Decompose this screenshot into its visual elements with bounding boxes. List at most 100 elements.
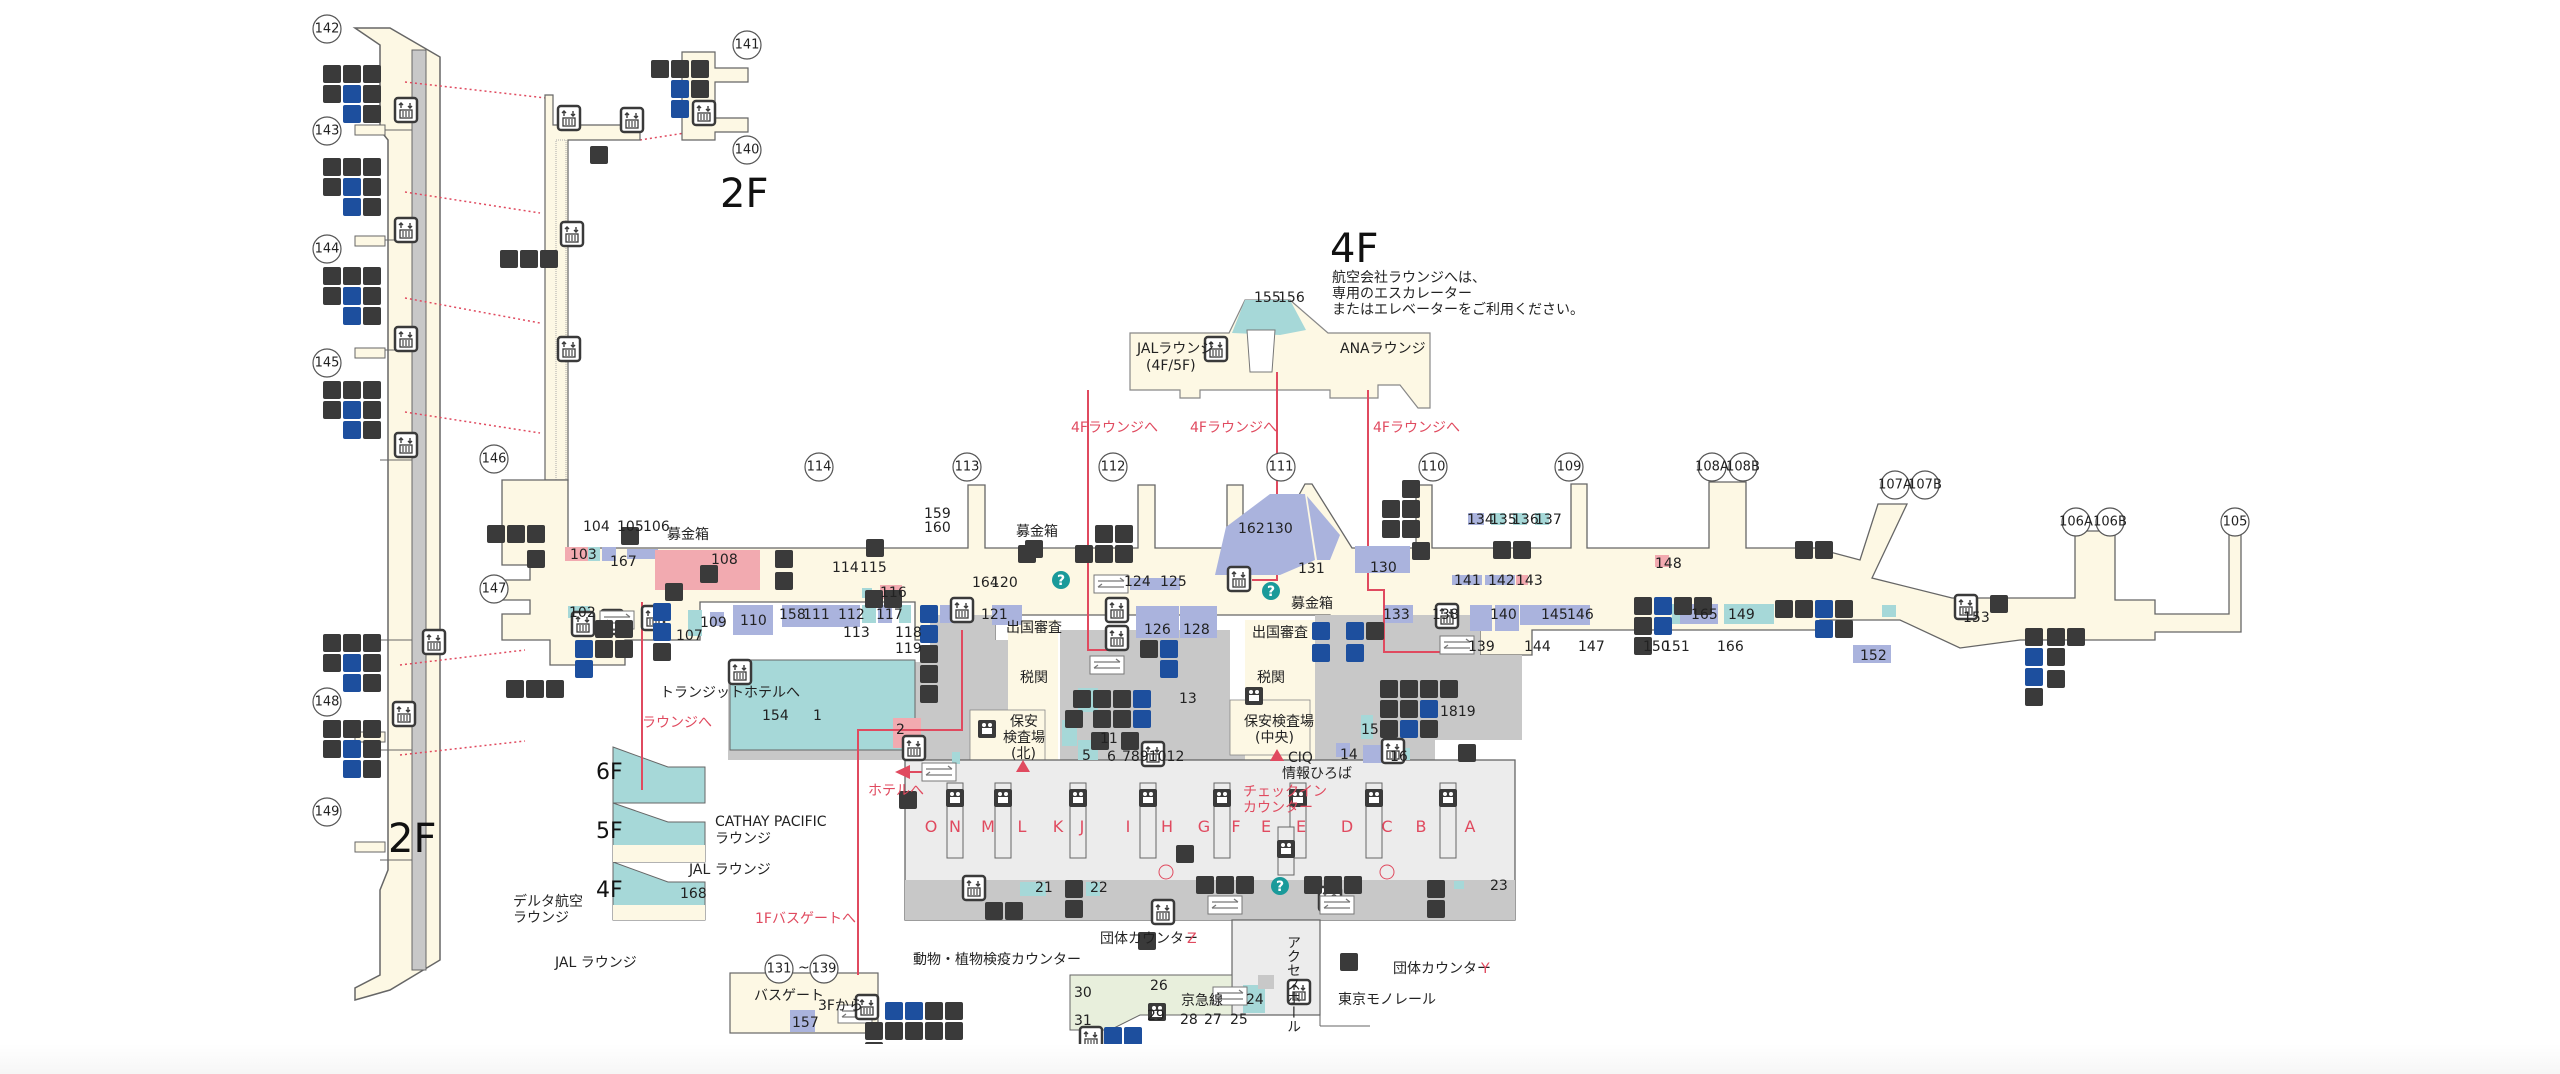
gate-circle[interactable] bbox=[2220, 507, 2250, 537]
shop-label[interactable]: 120 bbox=[991, 575, 1018, 591]
gate-147[interactable]: 147 bbox=[479, 574, 509, 604]
shop-label[interactable]: 22 bbox=[1090, 880, 1108, 896]
elevator-icon[interactable] bbox=[393, 431, 419, 459]
shop-label[interactable]: 143 bbox=[1516, 573, 1543, 589]
shop-label[interactable]: 6 bbox=[1107, 749, 1116, 765]
shop-label[interactable]: 7891012 bbox=[1122, 749, 1184, 765]
gate-circle[interactable] bbox=[1098, 452, 1128, 482]
cathay-lounge-label[interactable]: CATHAY PACIFIC bbox=[715, 814, 827, 830]
shop-label[interactable]: 137 bbox=[1535, 512, 1562, 528]
gate-112[interactable]: 112 bbox=[1098, 452, 1128, 482]
shop-label[interactable]: 151 bbox=[1663, 639, 1690, 655]
gate-108B[interactable]: 108B bbox=[1726, 452, 1760, 482]
shop-label[interactable]: 2 bbox=[896, 722, 905, 738]
gate-148[interactable]: 148 bbox=[312, 687, 342, 717]
shop-label[interactable]: 166 bbox=[1717, 639, 1744, 655]
shop-label[interactable]: 26 bbox=[1150, 978, 1168, 994]
shop-label[interactable]: 118 bbox=[895, 625, 922, 641]
shop-label[interactable]: 102 bbox=[569, 605, 596, 621]
shop-label[interactable]: 136 bbox=[1512, 512, 1539, 528]
gate-circle[interactable] bbox=[312, 234, 342, 264]
shop-label[interactable]: 142 bbox=[1488, 573, 1515, 589]
gate-146[interactable]: 146 bbox=[479, 444, 509, 474]
shop-label[interactable]: 103 bbox=[570, 547, 597, 563]
jal-lounge-5f-label[interactable]: JAL ラウンジ bbox=[688, 862, 771, 878]
shop-label[interactable]: 115 bbox=[860, 560, 887, 576]
transit-hotel-label[interactable]: トランジットホテルへ bbox=[660, 685, 800, 701]
elevator-icon[interactable] bbox=[961, 874, 987, 902]
shop-label[interactable]: 130 bbox=[1266, 521, 1293, 537]
shop-label[interactable]: 109 bbox=[700, 615, 727, 631]
shop-label[interactable]: 108 bbox=[711, 552, 738, 568]
shop-label[interactable]: 152 bbox=[1860, 648, 1887, 664]
shop-label[interactable]: 138 bbox=[1432, 607, 1459, 623]
gate-circle[interactable] bbox=[809, 954, 839, 984]
gate-131[interactable]: 131 bbox=[764, 954, 794, 984]
shop-label[interactable]: 153 bbox=[1963, 610, 1990, 626]
help-desk-icon[interactable] bbox=[1271, 877, 1289, 895]
shop-label[interactable]: 16 bbox=[1390, 749, 1408, 765]
shop-label[interactable]: 164 bbox=[972, 575, 999, 591]
shop-label[interactable]: 126 bbox=[1144, 622, 1171, 638]
shop-label[interactable]: 124 bbox=[1124, 574, 1151, 590]
help-desk-icon[interactable] bbox=[1052, 571, 1070, 589]
shop-label[interactable]: 29 bbox=[1147, 1008, 1165, 1024]
shop-label[interactable]: 144 bbox=[1524, 639, 1551, 655]
gate-circle[interactable] bbox=[764, 954, 794, 984]
gate-circle[interactable] bbox=[2061, 507, 2091, 537]
shop-label[interactable]: 128 bbox=[1183, 622, 1210, 638]
jal-lounge-label[interactable]: JALラウンジ bbox=[1136, 341, 1214, 357]
shop-label[interactable]: 158 bbox=[779, 607, 806, 623]
shop-label[interactable]: 160 bbox=[924, 520, 951, 536]
gate-circle[interactable] bbox=[479, 574, 509, 604]
gate-149[interactable]: 149 bbox=[312, 797, 342, 827]
elevator-icon[interactable] bbox=[949, 596, 975, 624]
gate-circle[interactable] bbox=[2095, 507, 2125, 537]
elevator-icon[interactable] bbox=[556, 104, 582, 132]
gate-circle[interactable] bbox=[732, 135, 762, 165]
gate-circle[interactable] bbox=[1697, 452, 1727, 482]
gate-circle[interactable] bbox=[804, 452, 834, 482]
shop-label[interactable]: 104 bbox=[583, 519, 610, 535]
gate-circle[interactable] bbox=[1910, 470, 1940, 500]
shop-label[interactable]: 28 bbox=[1180, 1012, 1198, 1028]
shop-label[interactable]: 130 bbox=[1370, 560, 1397, 576]
shop-label[interactable]: 114 bbox=[832, 560, 859, 576]
elevator-icon[interactable] bbox=[691, 99, 717, 127]
shop-label[interactable]: 121 bbox=[981, 607, 1008, 623]
elevator-icon[interactable] bbox=[556, 335, 582, 363]
gate-106A[interactable]: 106A bbox=[2059, 507, 2093, 537]
gate-105[interactable]: 105 bbox=[2220, 507, 2250, 537]
elevator-icon[interactable] bbox=[1150, 898, 1176, 926]
elevator-icon[interactable] bbox=[393, 96, 419, 124]
gate-107A[interactable]: 107A bbox=[1878, 470, 1912, 500]
shop-label[interactable]: 30 bbox=[1074, 985, 1092, 1001]
shop-label[interactable]: 150 bbox=[1643, 639, 1670, 655]
gate-139[interactable]: 139 bbox=[809, 954, 839, 984]
shop-label[interactable]: 141 bbox=[1454, 573, 1481, 589]
elevator-icon[interactable] bbox=[559, 220, 585, 248]
gate-circle[interactable] bbox=[1880, 470, 1910, 500]
gate-144[interactable]: 144 bbox=[312, 234, 342, 264]
jal-lounge-4f-label[interactable]: JAL ラウンジ bbox=[554, 955, 637, 971]
gate-circle[interactable] bbox=[732, 30, 762, 60]
shop-label[interactable]: 165 bbox=[1691, 607, 1718, 623]
ana-lounge-label[interactable]: ANAラウンジ bbox=[1340, 341, 1426, 357]
shop-label[interactable]: 106 bbox=[643, 519, 670, 535]
shop-label[interactable]: 107 bbox=[676, 628, 703, 644]
shop-label[interactable]: 31 bbox=[1074, 1013, 1092, 1029]
shop-label[interactable]: 105 bbox=[617, 519, 644, 535]
shop-label[interactable]: 149 bbox=[1728, 607, 1755, 623]
gate-110[interactable]: 110 bbox=[1418, 452, 1448, 482]
gate-circle[interactable] bbox=[312, 797, 342, 827]
gate-circle[interactable] bbox=[1266, 452, 1296, 482]
shop-label[interactable]: 23 bbox=[1490, 878, 1508, 894]
elevator-icon[interactable] bbox=[901, 734, 927, 762]
gate-140[interactable]: 140 bbox=[732, 135, 762, 165]
gate-114[interactable]: 114 bbox=[804, 452, 834, 482]
shop-label[interactable]: 112 bbox=[838, 607, 865, 623]
shop-label[interactable]: 162 bbox=[1238, 521, 1265, 537]
gate-109[interactable]: 109 bbox=[1554, 452, 1584, 482]
shop-label[interactable]: 13 bbox=[1179, 691, 1197, 707]
gate-108A[interactable]: 108A bbox=[1695, 452, 1729, 482]
